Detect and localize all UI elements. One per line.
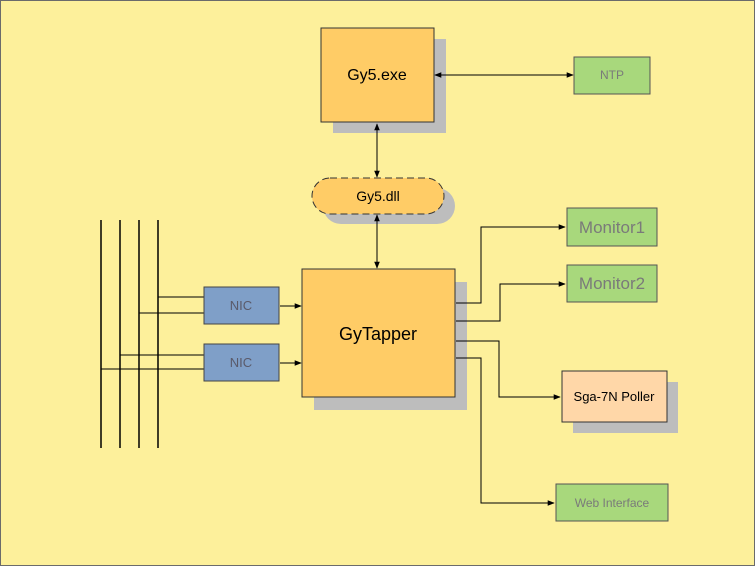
monitor1-label: Monitor1: [579, 218, 645, 237]
nic1-label: NIC: [230, 298, 252, 313]
gytapper-output-links: [456, 224, 566, 506]
monitor2-label: Monitor2: [579, 274, 645, 293]
gy5exe-node: Gy5.exe: [320, 27, 446, 133]
gy5dll-label: Gy5.dll: [356, 188, 400, 204]
poller-label: Sga-7N Poller: [574, 389, 656, 404]
bus-nic-links: [101, 296, 204, 370]
ntp-node: NTP: [573, 56, 651, 95]
network-bus: [100, 220, 159, 448]
nic1-node: NIC: [203, 286, 280, 325]
gy5dll-node: Gy5.dll: [311, 177, 455, 224]
monitor1-node: Monitor1: [566, 207, 658, 247]
nic2-label: NIC: [230, 355, 252, 370]
gytapper-node: GyTapper: [301, 268, 467, 410]
monitor2-node: Monitor2: [566, 264, 658, 303]
gytapper-label: GyTapper: [339, 324, 417, 344]
gy5exe-label: Gy5.exe: [347, 67, 407, 84]
web-interface-label: Web Interface: [575, 496, 650, 510]
ntp-label: NTP: [600, 68, 624, 82]
nic2-node: NIC: [203, 343, 280, 382]
web-interface-node: Web Interface: [555, 483, 669, 522]
poller-node: Sga-7N Poller: [561, 370, 678, 433]
